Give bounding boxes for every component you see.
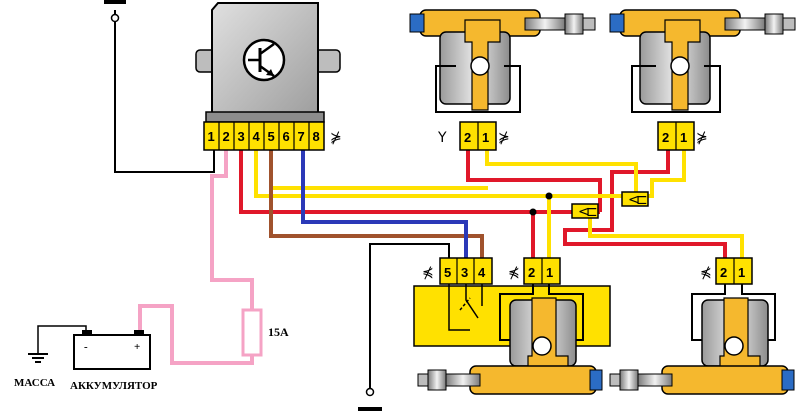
relay-pin-7: 7 [298, 129, 305, 144]
relay-pin-3: 3 [238, 129, 245, 144]
connector-symbol: Y [437, 130, 447, 146]
junction-dot [545, 192, 553, 200]
relay-pin-5: 5 [268, 129, 275, 144]
inline-connector: < ⊏ [571, 203, 599, 220]
master-actuator: 5 3 4 ⋠ 2 1 ⋠ [413, 257, 611, 395]
relay-pin-6: 6 [283, 129, 290, 144]
actuator-pin: 2 [662, 130, 669, 145]
door-actuator-top-right: 2 1 ⋡ [609, 9, 796, 151]
relay-pin-1: 1 [208, 129, 215, 144]
relay-pin-4: 4 [253, 129, 261, 144]
wire-black-ground [369, 243, 450, 395]
connector-symbol: ⋠ [508, 265, 520, 281]
transistor-icon [242, 38, 286, 82]
wire-pink-battery [138, 304, 254, 365]
relay-pin-2: 2 [223, 129, 230, 144]
wire-brown [269, 150, 484, 258]
junction-dot [529, 208, 537, 216]
connector-symbol: ⋡ [498, 130, 510, 146]
actuator-pin: 2 [464, 130, 471, 145]
door-actuator-top-left: 2 1 Y ⋡ [409, 9, 596, 151]
wire-terminal-top [110, 13, 120, 23]
wire-yellow-top-left [485, 150, 638, 196]
fuse-label: 15A [268, 325, 289, 339]
switch-pin: 3 [461, 265, 468, 280]
wire-red-relay-pin3 [239, 150, 600, 214]
door-actuator-bottom-right: 2 1 ⋠ [609, 257, 795, 395]
actuator-pin: 1 [680, 130, 687, 145]
ground-label: МАССА [14, 377, 55, 389]
wire-black-relay-pin1 [114, 10, 215, 173]
switch-pin: 4 [478, 265, 486, 280]
relay-pin-8: 8 [313, 129, 320, 144]
connector-symbol: ⋠ [422, 265, 434, 281]
svg-text:<: < [578, 204, 590, 220]
battery: - + АККУМУЛЯТОР МАССА [14, 325, 158, 392]
actuator-pin: 1 [738, 265, 745, 280]
switch-pin: 5 [444, 265, 451, 280]
battery-minus: - [84, 341, 88, 353]
actuator-pin: 1 [546, 265, 553, 280]
wire-yellow-relay-pin4 [254, 150, 686, 198]
fuse: 15A [241, 308, 289, 357]
connector-symbol: ⋠ [700, 265, 712, 281]
wire-blue [301, 150, 468, 258]
wires [104, 0, 744, 411]
relay-base [205, 111, 325, 123]
svg-text:<: < [628, 192, 640, 208]
battery-label: АККУМУЛЯТОР [70, 380, 158, 392]
svg-text:⊏: ⊏ [586, 204, 598, 220]
wire-terminal-bottom [365, 387, 375, 397]
actuator-pin: 1 [482, 130, 489, 145]
battery-plus: + [134, 341, 140, 353]
wire-yellow-right [588, 212, 744, 258]
inline-connector: < ⊏ [621, 191, 649, 208]
switch-icon [448, 284, 483, 331]
wire-pink-fuse [210, 150, 254, 310]
svg-text:⊏: ⊏ [636, 192, 648, 208]
relay-connector-symbol: ⋡ [330, 130, 342, 146]
actuator-pin: 2 [720, 265, 727, 280]
connector-symbol: ⋡ [696, 130, 708, 146]
actuator-pin: 2 [528, 265, 535, 280]
